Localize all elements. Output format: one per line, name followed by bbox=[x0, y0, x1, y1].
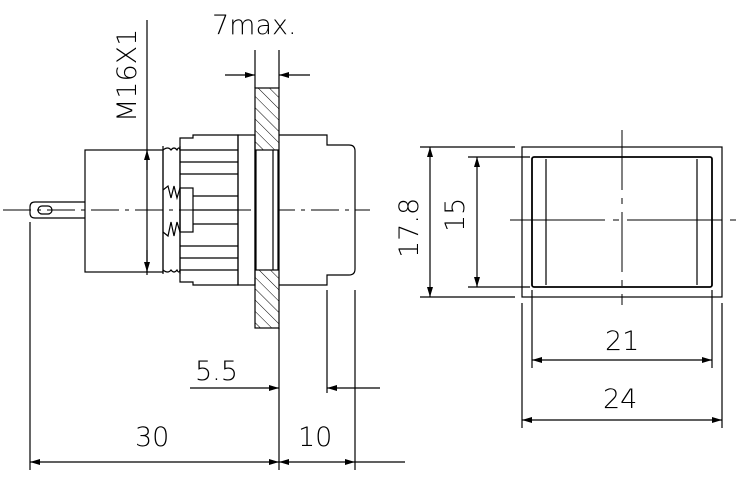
dim-height-inner: 15 bbox=[440, 198, 471, 232]
side-view bbox=[3, 87, 370, 329]
front-housing bbox=[279, 134, 356, 286]
terminal-pin bbox=[29, 201, 85, 219]
dim-thread: M16X1 bbox=[112, 29, 143, 122]
dim-width-inner: 21 bbox=[605, 326, 639, 357]
dim-length-front: 10 bbox=[298, 422, 332, 453]
front-view: 17.8 15 21 24 bbox=[394, 130, 740, 428]
rear-body bbox=[84, 149, 164, 273]
dim-height-outer: 17.8 bbox=[394, 198, 425, 258]
dim-length-rear: 30 bbox=[135, 422, 169, 453]
panel-section bbox=[254, 87, 280, 329]
dim-depth-front: 5.5 bbox=[195, 356, 238, 387]
dim-panel-max: 7max. bbox=[212, 10, 297, 41]
pin-hole bbox=[37, 205, 53, 215]
dim-width-outer: 24 bbox=[603, 384, 637, 415]
knurled-ring bbox=[179, 134, 239, 286]
side-dimensions: M16X1 7max. 5.5 30 10 bbox=[29, 10, 405, 470]
